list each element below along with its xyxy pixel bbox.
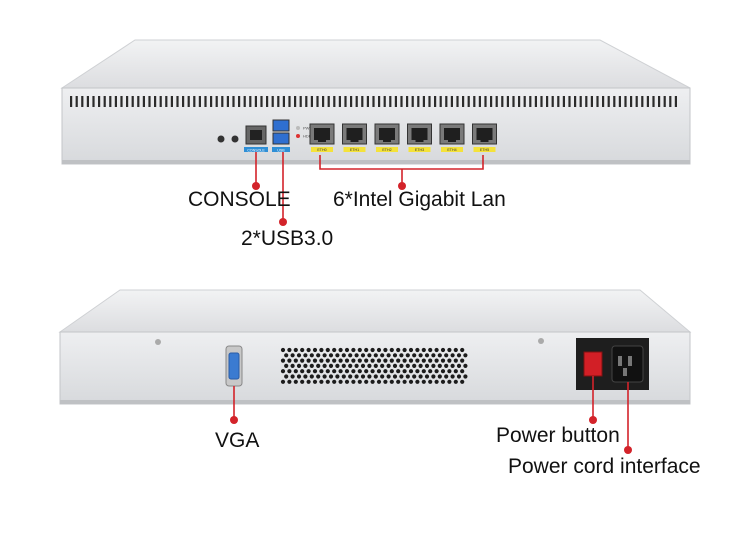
lan-callout-label: 6*Intel Gigabit Lan [333, 188, 506, 211]
eth-tag-text-1: ETH1 [350, 148, 359, 152]
rear-chassis [58, 289, 692, 405]
usb-callout-label: 2*USB3.0 [241, 227, 334, 250]
front-callout-dots [252, 182, 406, 226]
rear-screw-right [538, 338, 544, 344]
console-tag-text: CONSOLE [247, 148, 265, 152]
eth-tag-text-3: ETH3 [415, 148, 424, 152]
vga-callout-label: VGA [215, 429, 260, 452]
eth-tag-text-4: ETH4 [447, 148, 456, 152]
rear-vent-grille [280, 347, 468, 384]
pwr-led [296, 126, 300, 130]
rear-screw-left [155, 339, 161, 345]
power-switch[interactable] [583, 351, 603, 377]
pwr-led-label: PWR [303, 126, 312, 131]
vga-port[interactable] [225, 345, 243, 387]
console-tag [244, 147, 268, 152]
eth-tag-4 [441, 147, 463, 152]
eth-port-4[interactable] [439, 123, 465, 145]
eth-tag-2 [376, 147, 398, 152]
eth-port-3[interactable] [407, 123, 432, 145]
ethernet-ports[interactable]: ETH0 ETH1 ETH2 ETH3 ETH4 ETH5 [309, 123, 497, 152]
front-vent-grille [70, 96, 677, 107]
eth-tag-text-5: ETH5 [480, 148, 489, 152]
eth-port-0[interactable] [309, 123, 335, 145]
usb-ports[interactable] [272, 119, 290, 145]
usb-tag [272, 147, 290, 152]
power-led [231, 135, 239, 143]
eth-port-1[interactable] [342, 123, 367, 145]
reset-button[interactable] [217, 135, 225, 143]
usb-tag-text: USB [277, 148, 285, 152]
eth-tag-5 [473, 147, 496, 152]
console-callout-label: CONSOLE [188, 188, 291, 211]
eth-tag-3 [408, 147, 431, 152]
hdd-led [296, 134, 300, 138]
rear-callout-dots [230, 416, 632, 454]
eth-tag-1 [343, 147, 366, 152]
eth-port-5[interactable] [472, 123, 497, 145]
power-module [576, 338, 649, 390]
eth-tag-text-2: ETH2 [382, 148, 391, 152]
eth-tag-0 [311, 147, 333, 152]
power-socket[interactable] [611, 345, 644, 383]
power-button-callout-label: Power button [496, 424, 620, 447]
power-cord-callout-label: Power cord interface [508, 455, 701, 478]
rear-callout-lines [233, 376, 629, 450]
hdd-led-label: HDD [303, 134, 312, 139]
eth-tag-text-0: ETH0 [317, 148, 326, 152]
front-chassis: CONSOLE USB PWR HDD ETH0 ETH1 ETH2 ETH3 ETH4… [60, 39, 691, 165]
eth-port-2[interactable] [374, 123, 400, 145]
front-callout-lines [255, 152, 484, 222]
console-port[interactable] [245, 125, 267, 145]
